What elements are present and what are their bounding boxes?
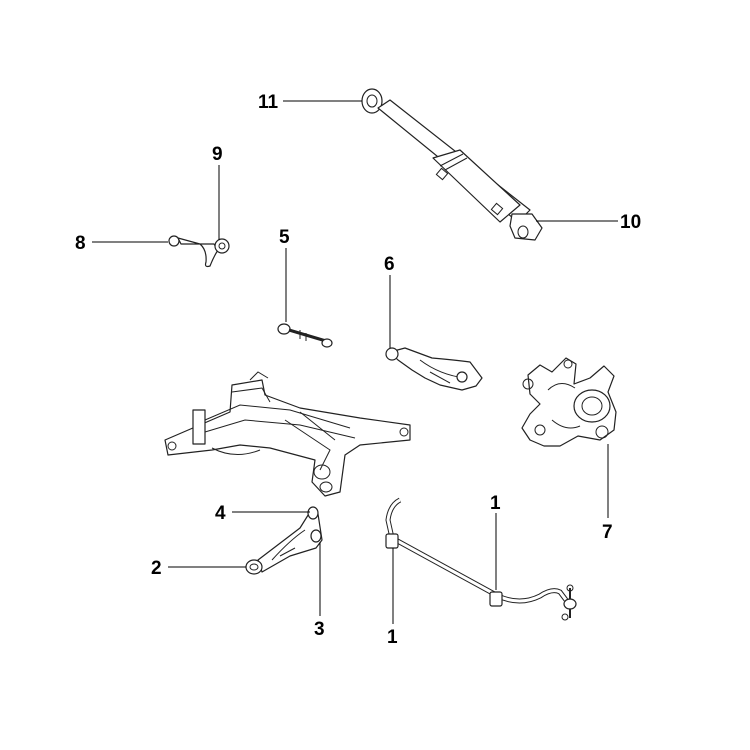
steering-knuckle <box>521 357 617 447</box>
callout-labels: 11 10 9 8 5 6 7 4 2 3 1 1 <box>75 92 641 648</box>
callout-11: 11 <box>258 92 279 113</box>
callout-5: 5 <box>279 227 290 248</box>
adjustable-link-arm <box>277 323 333 348</box>
callout-2: 2 <box>151 558 162 579</box>
stabilizer-bar <box>385 497 577 621</box>
lower-control-arm <box>245 506 323 575</box>
callout-3: 3 <box>314 619 325 640</box>
subframe <box>164 371 411 497</box>
stabilizer-end-link <box>563 598 577 610</box>
upper-control-arm <box>385 347 483 391</box>
stabilizer-bushing-right <box>489 591 503 607</box>
leader-lines <box>92 100 618 624</box>
shock-absorber <box>361 88 543 241</box>
control-arm-bushing <box>245 559 263 575</box>
callout-7: 7 <box>602 522 613 543</box>
callout-1-right: 1 <box>490 493 501 514</box>
callout-9: 9 <box>212 144 223 165</box>
callout-1-left: 1 <box>387 627 398 648</box>
callout-4: 4 <box>215 503 226 524</box>
stabilizer-bushing-left <box>385 533 399 549</box>
toe-link <box>168 235 230 268</box>
toe-link-bushing <box>214 238 230 254</box>
subframe-bracket-left <box>192 409 206 445</box>
callout-6: 6 <box>384 254 395 275</box>
toe-link-inner-bushing <box>168 235 180 247</box>
callout-10: 10 <box>620 212 641 233</box>
control-arm-ball-joint <box>307 506 319 520</box>
callout-8: 8 <box>75 233 86 254</box>
